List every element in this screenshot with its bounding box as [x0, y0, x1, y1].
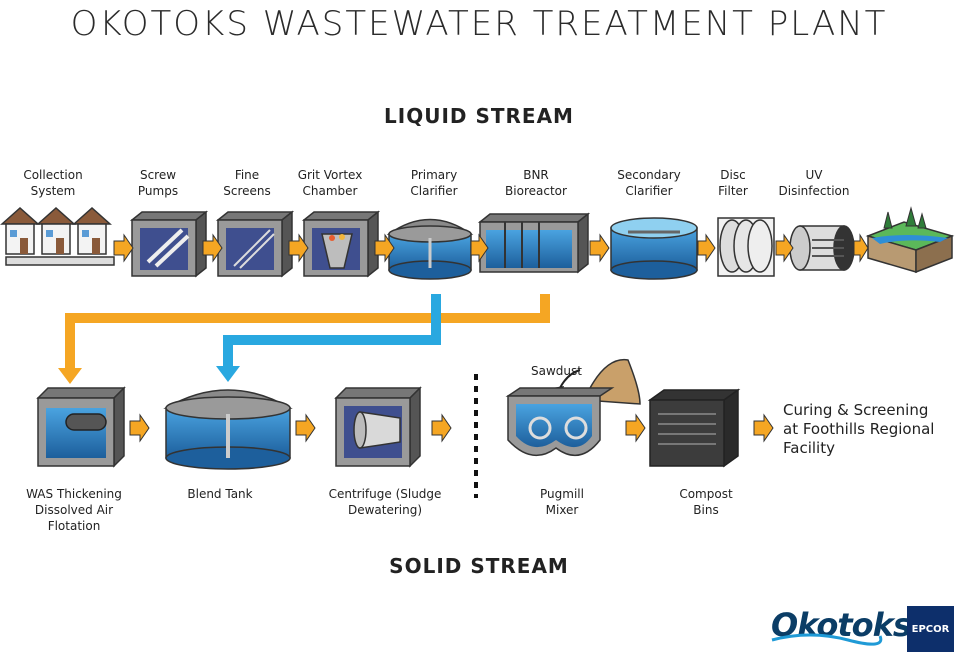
epcor-logo: EPCOR: [907, 606, 954, 652]
page-title: OKOTOKS WASTEWATER TREATMENT PLANT: [70, 4, 888, 44]
solid-stream-heading: SOLID STREAM: [389, 554, 569, 578]
liquid-flow-arrows: [113, 233, 869, 263]
bnr-bioreactor-icon: [477, 212, 591, 274]
collection-system-icon: [0, 206, 115, 266]
grit-vortex-chamber-icon: [301, 210, 381, 278]
step-label-blend-tank: Blend Tank: [187, 487, 253, 501]
pugmill-mixer-icon: [505, 387, 615, 457]
river-landscape-icon: [865, 206, 955, 274]
liquid-stream-heading: LIQUID STREAM: [384, 104, 574, 128]
solid-flow-arrows: [129, 413, 774, 443]
screw-pumps-icon: [129, 210, 209, 278]
sludge-return-paths: [58, 294, 550, 384]
secondary-clarifier-icon: [610, 217, 698, 280]
centrifuge-icon: [334, 386, 422, 468]
blend-tank-icon: [163, 389, 293, 470]
fine-screens-icon: [215, 210, 295, 278]
primary-clarifier-icon: [386, 218, 474, 280]
sawdust-label: Sawdust: [531, 364, 582, 378]
okotoks-logo-wave: [771, 633, 883, 646]
disc-filter-icon: [717, 217, 775, 277]
compost-bins-icon: [647, 388, 741, 468]
uv-disinfection-icon: [789, 225, 855, 271]
was-thickening-icon: [36, 386, 126, 468]
